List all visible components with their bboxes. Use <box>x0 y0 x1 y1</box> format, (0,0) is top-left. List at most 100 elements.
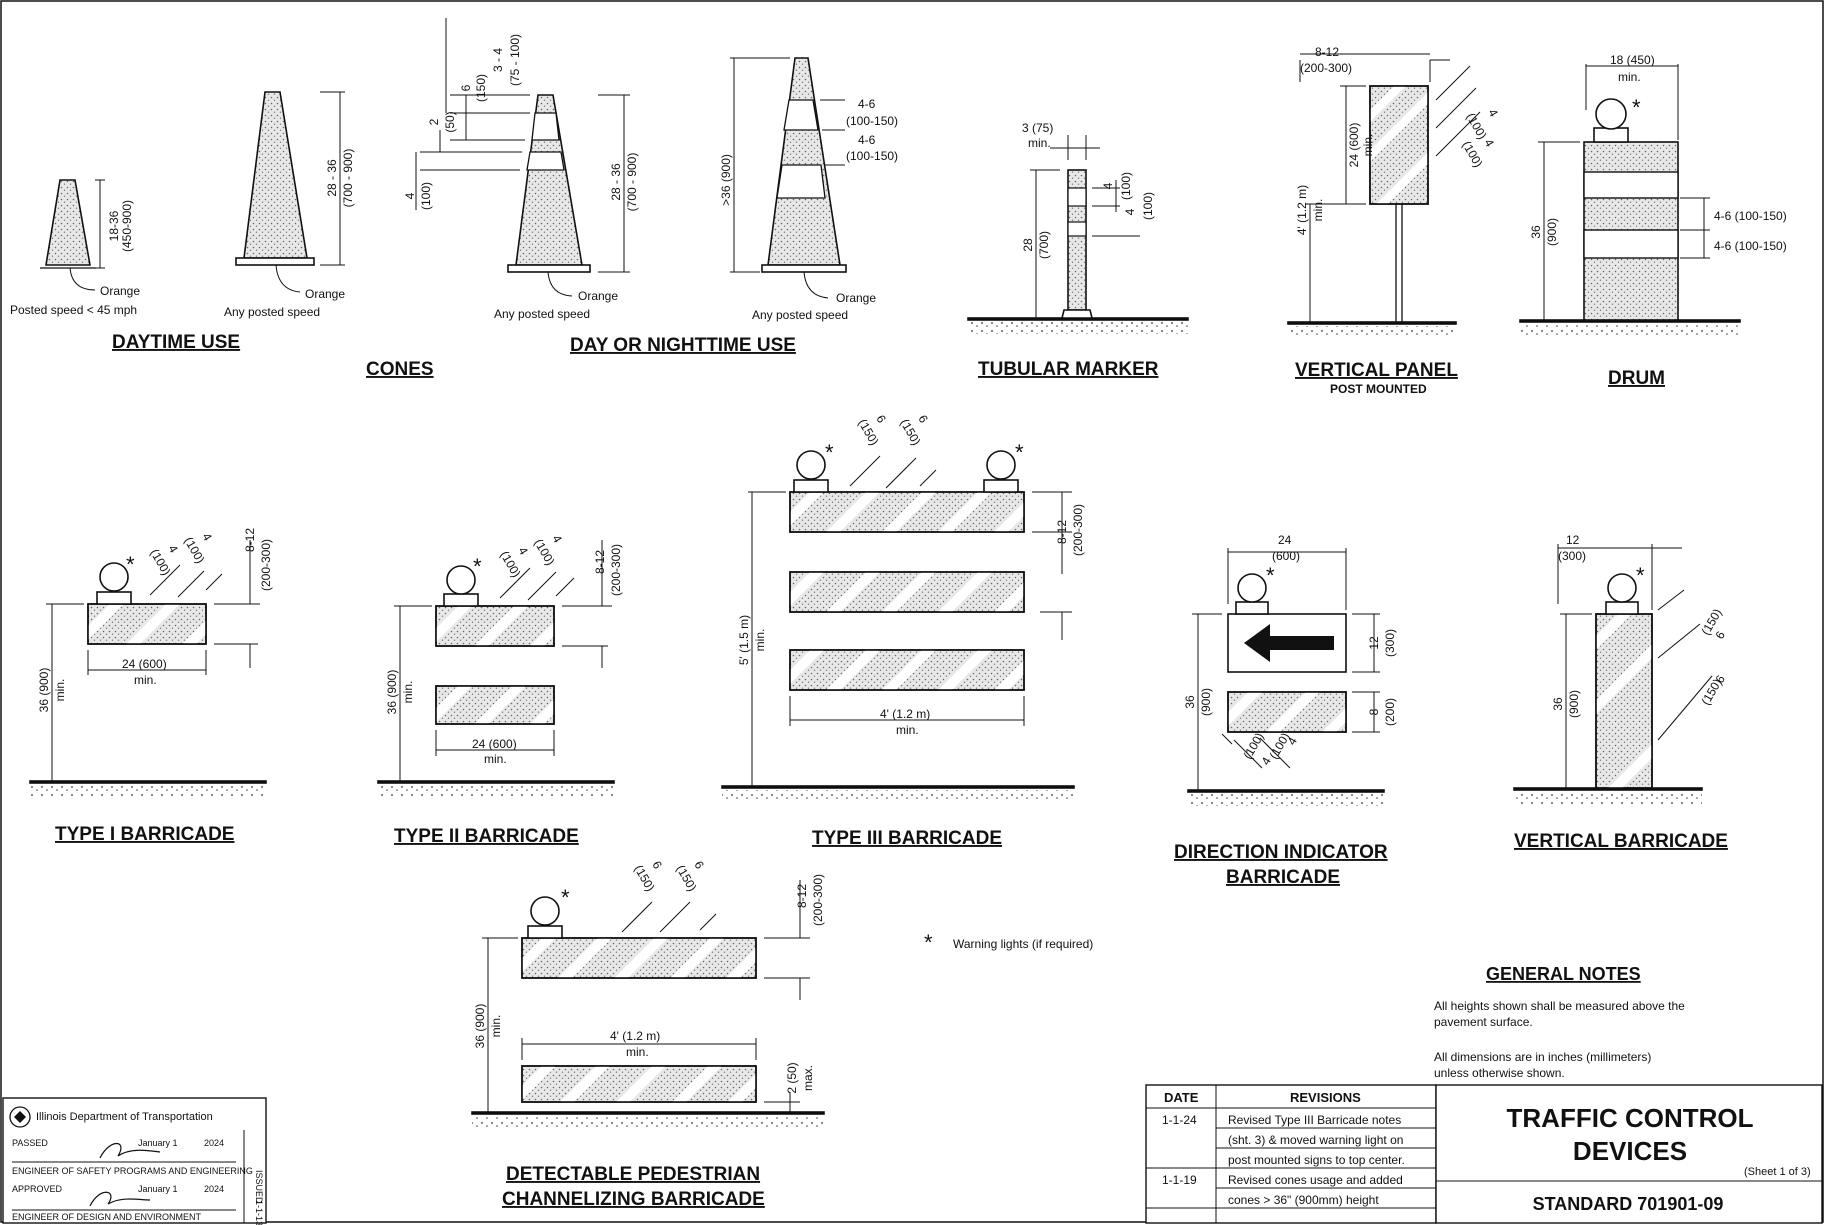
vpanel-stripe-mm: (100) <box>1463 111 1489 142</box>
vpanel-height: 24 (600) <box>1347 123 1361 168</box>
revision-2-line1: Revised cones usage and added <box>1228 1173 1403 1187</box>
type3-stripe2: 6 <box>915 413 931 426</box>
type1-rail-min: min. <box>134 673 157 687</box>
arrow-left-icon <box>1244 624 1334 662</box>
direction-height: 36 <box>1183 695 1197 709</box>
tubular-height: 28 <box>1021 238 1035 252</box>
direction-title-line1: DIRECTION INDICATOR <box>1174 842 1388 863</box>
direction-width-mm: (600) <box>1272 549 1300 563</box>
vbarr-warning-star: * <box>1636 563 1645 588</box>
type2-rail-min: min. <box>484 752 507 766</box>
cone4-band2: 4-6 <box>858 133 876 147</box>
direction-height-mm: (900) <box>1199 688 1213 716</box>
cone3-color: Orange <box>578 289 618 303</box>
idot-approved: APPROVED <box>12 1184 63 1194</box>
cone1-dim: 18-36 <box>107 210 121 241</box>
idot-logo-icon <box>9 1106 31 1128</box>
warning-note-star: * <box>924 930 933 955</box>
drum: * 18 (450) min. 36 (900) 4-6 (100-150) 4… <box>1519 53 1787 389</box>
idot-approved-date: January 1 <box>138 1184 178 1194</box>
idot-passed-year: 2024 <box>204 1138 224 1148</box>
type2-height-min: min. <box>401 681 415 704</box>
ped-rail: 4' (1.2 m) <box>610 1029 660 1043</box>
cone4-band2-mm: (100-150) <box>846 149 898 163</box>
revisions-table: DATE REVISIONS 1-1-24 Revised Type III B… <box>1145 1084 1437 1224</box>
drum-width: 18 (450) <box>1610 53 1655 67</box>
cone3-gap-mm: (50) <box>443 111 457 132</box>
vpanel-post-min: min. <box>1311 199 1325 222</box>
type1-rail: 24 (600) <box>122 657 167 671</box>
tubular-band: 4 <box>1101 182 1115 189</box>
type1-height-min: min. <box>53 679 67 702</box>
ped-gap: 2 (50) <box>785 1062 799 1093</box>
type1-rail-h-mm: (200-300) <box>259 539 273 591</box>
ped-height: 36 (900) <box>473 1004 487 1049</box>
ped-title-line2: CHANNELIZING BARRICADE <box>502 1189 765 1210</box>
cone4-band1-mm: (100-150) <box>846 114 898 128</box>
cone4-dim: >36 (900) <box>719 154 733 206</box>
vertical-panel: 8-12 (200-300) 24 (600) min. 4' (1.2 m) … <box>1287 45 1501 396</box>
revision-1-line2: (sht. 3) & moved warning light on <box>1228 1133 1403 1147</box>
cone3-band1: 6 <box>459 84 473 91</box>
vertical-panel-title: VERTICAL PANEL <box>1295 360 1458 381</box>
direction-arrow-h-mm: (300) <box>1383 629 1397 657</box>
ped-stripe2: 6 <box>691 859 707 872</box>
type2-warning-star: * <box>473 554 482 579</box>
revision-2-date: 1-1-19 <box>1162 1173 1197 1187</box>
vbarr-height: 36 <box>1551 697 1565 711</box>
cone3-top-mm: (75 - 100) <box>508 34 522 86</box>
idot-issued: ISSUED <box>254 1170 264 1204</box>
tubular-width: 3 (75) <box>1022 121 1053 135</box>
drum-width-min: min. <box>1618 70 1641 84</box>
title-line2: DEVICES <box>1573 1136 1687 1166</box>
cone-daynight-tall: >36 (900) 4-6 (100-150) 4-6 (100-150) Or… <box>719 57 898 322</box>
drum-band2: 4-6 (100-150) <box>1714 239 1787 253</box>
tubular-marker-title: TUBULAR MARKER <box>978 359 1159 380</box>
drum-height-mm: (900) <box>1545 218 1559 246</box>
direction-title-line2: BARRICADE <box>1226 867 1340 888</box>
vertical-barricade-title: VERTICAL BARRICADE <box>1514 831 1728 852</box>
type-ii-barricade: * 36 (900) min. 24 (600) min. 8-12 (200-… <box>377 533 623 847</box>
type1-height: 36 (900) <box>37 668 51 713</box>
ped-height-min: min. <box>489 1015 503 1038</box>
cone1-dim-mm: (450-900) <box>120 200 134 252</box>
revisions-col-revisions: REVISIONS <box>1290 1090 1361 1105</box>
ped-rail-min: min. <box>626 1045 649 1059</box>
sheet-number: (Sheet 1 of 3) <box>1744 1166 1811 1178</box>
direction-warning-star: * <box>1266 563 1275 588</box>
type-iii-barricade: * * 5' (1.5 m) min. 4' (1.2 m) min. 8-12… <box>721 413 1085 849</box>
ped-warning-star: * <box>561 885 570 910</box>
direction-rail-h-mm: (200) <box>1383 698 1397 726</box>
cone-daynight-banded: 3 - 4 (75 - 100) 6 (150) 2 (50) 4 (100) … <box>403 18 639 321</box>
type-i-barricade-title: TYPE I BARRICADE <box>55 824 234 845</box>
vpanel-width-mm: (200-300) <box>1300 61 1352 75</box>
idot-engineer-1: ENGINEER OF SAFETY PROGRAMS AND ENGINEER… <box>12 1166 253 1176</box>
vpanel-height-min: min. <box>1361 134 1375 157</box>
type-i-barricade: * 36 (900) min. 24 (600) min. 8-12 (200-… <box>29 528 273 845</box>
direction-stripe2-mm: (100) <box>1266 730 1292 761</box>
cone3-speed: Any posted speed <box>494 307 590 321</box>
cone3-top: 3 - 4 <box>491 48 505 72</box>
type2-stripe2: 4 <box>549 533 565 546</box>
type2-stripe: 4 <box>515 545 531 558</box>
type-iii-barricade-title: TYPE III BARRICADE <box>812 828 1002 849</box>
vpanel-stripe2: 4 <box>1481 137 1497 150</box>
type3-height: 5' (1.5 m) <box>737 615 751 665</box>
ped-stripe: 6 <box>649 859 665 872</box>
general-note-2b: unless otherwise shown. <box>1434 1066 1565 1080</box>
cone1-speed: Posted speed < 45 mph <box>10 303 137 317</box>
type3-rail-h-mm: (200-300) <box>1071 504 1085 556</box>
cone3-band2: 4 <box>403 192 417 199</box>
cone1-color: Orange <box>100 284 140 298</box>
drum-warning-star: * <box>1632 95 1641 120</box>
type-ii-barricade-title: TYPE II BARRICADE <box>394 826 579 847</box>
cone-daytime-small: 18-36 (450-900) Orange Posted speed < 45… <box>10 179 140 317</box>
tubular-width-min: min. <box>1028 136 1051 150</box>
cone2-color: Orange <box>305 287 345 301</box>
cone-daytime-large: 28 - 36 (700 - 900) Orange Any posted sp… <box>224 91 355 319</box>
idot-passed-date: January 1 <box>138 1138 178 1148</box>
cone2-speed: Any posted speed <box>224 305 320 319</box>
idot-agency: Illinois Department of Transportation <box>36 1111 213 1123</box>
